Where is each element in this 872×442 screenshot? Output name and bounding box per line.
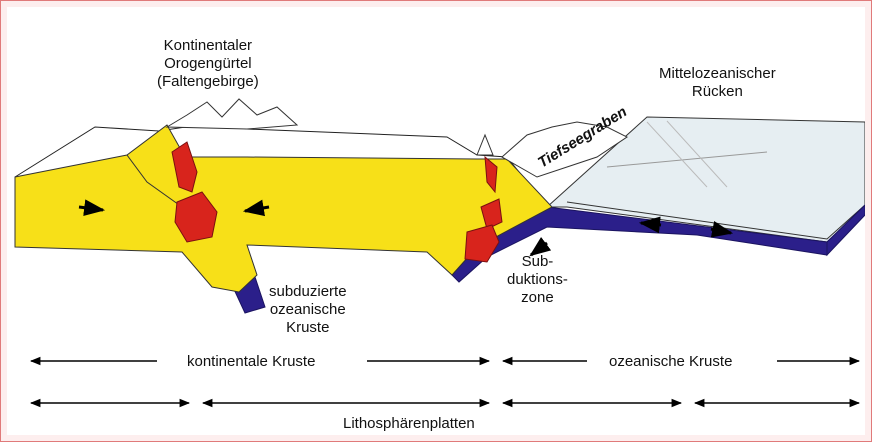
lithosphere-plates-label: Lithosphärenplatten: [343, 415, 475, 433]
oceanic-crust-label: ozeanische Kruste: [609, 353, 732, 371]
subducted-crust-label: subduzierte ozeanische Kruste: [269, 283, 347, 337]
subduction-zone-label: Sub- duktions- zone: [507, 253, 568, 307]
ridge-label: Mittelozeanischer Rücken: [659, 65, 776, 101]
orogen-label: Kontinentaler Orogengürtel (Faltengebirg…: [157, 37, 259, 91]
continental-crust-label: kontinentale Kruste: [187, 353, 315, 371]
diagram-panel: Kontinentaler Orogengürtel (Faltengebirg…: [7, 7, 865, 435]
